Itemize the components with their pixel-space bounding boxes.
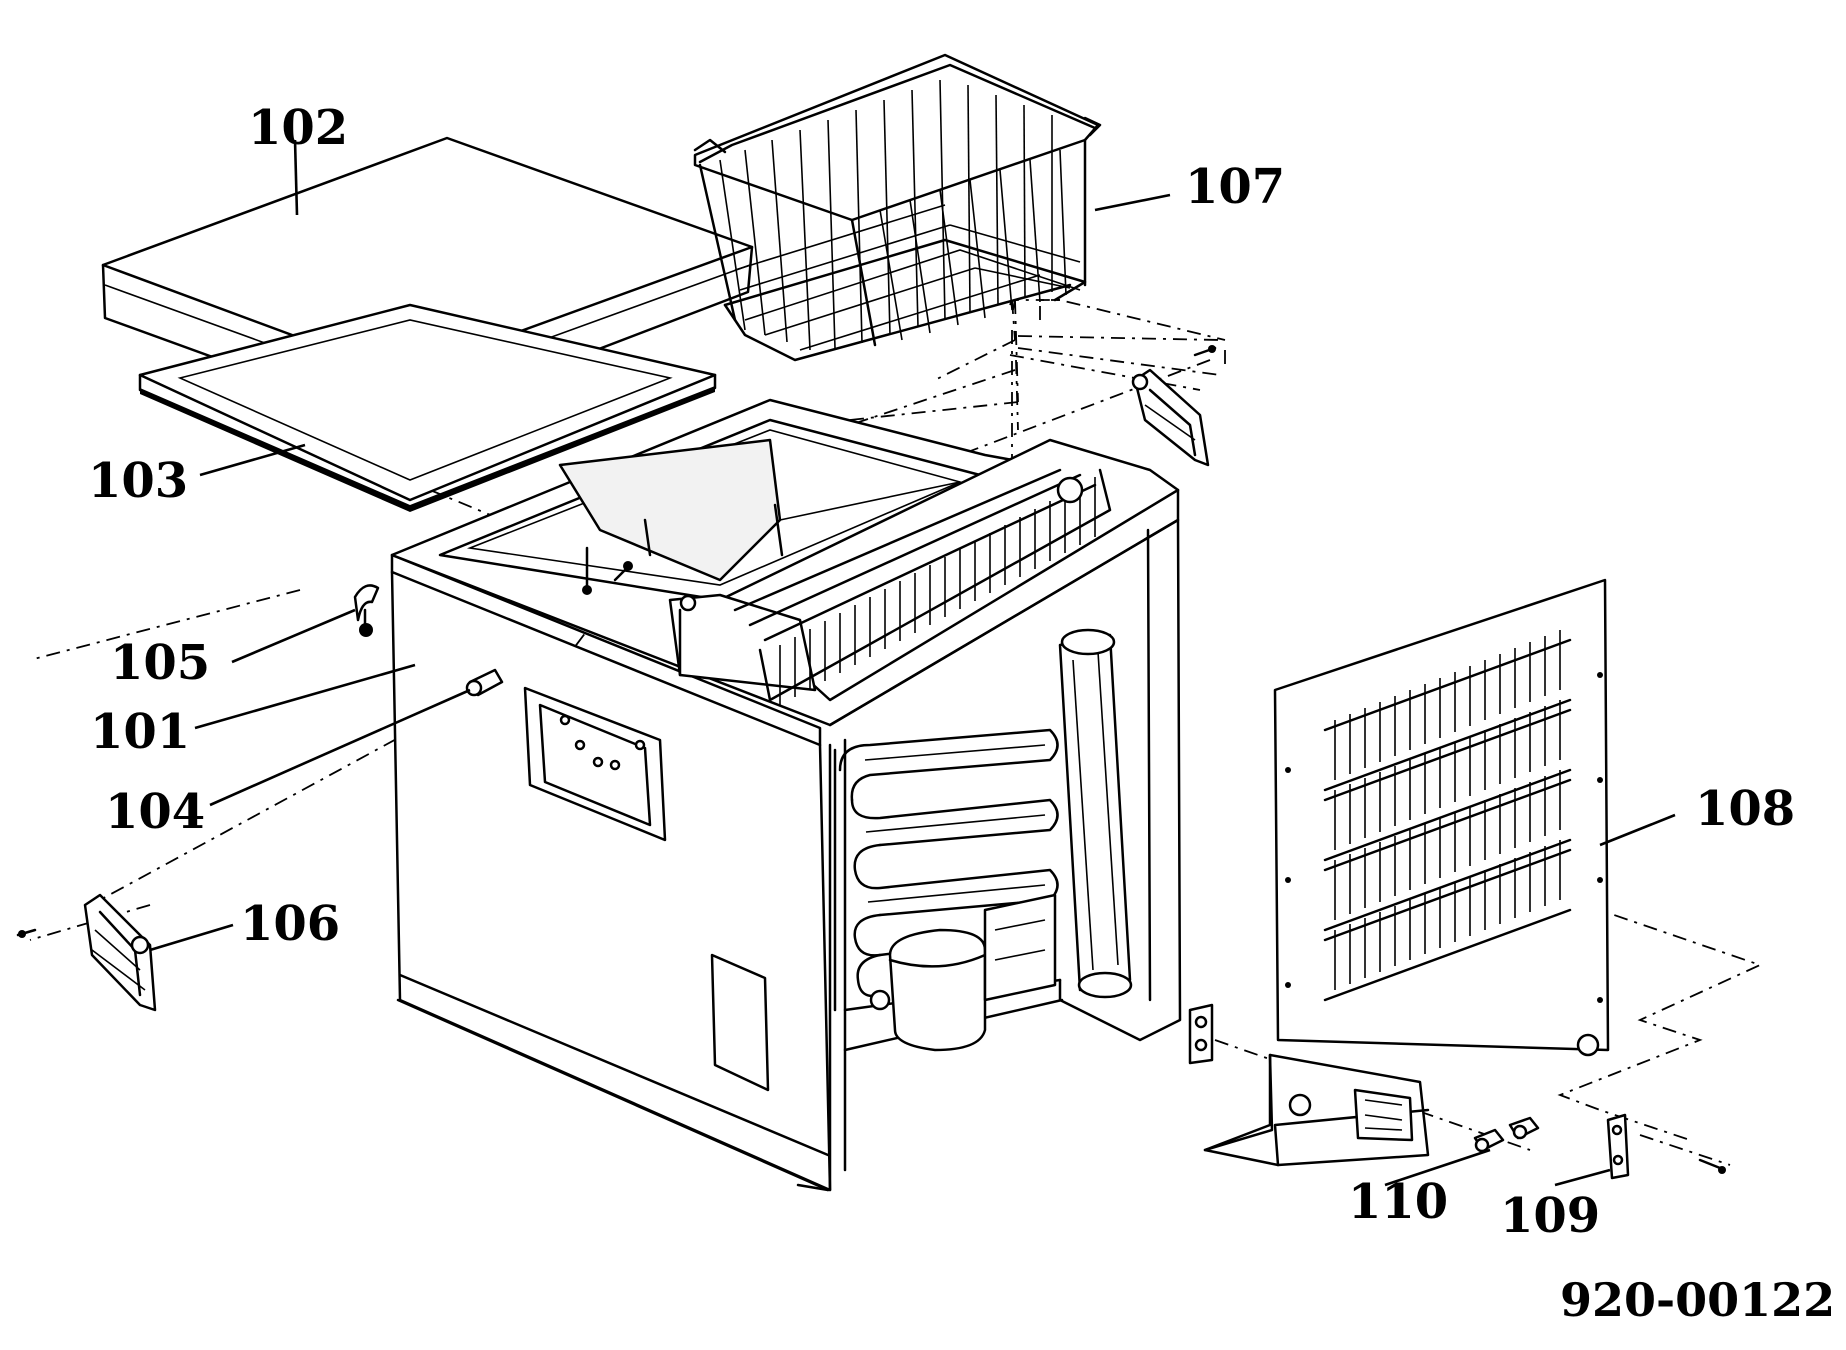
leader-103 bbox=[199, 443, 306, 477]
part-bushing bbox=[465, 668, 504, 697]
condenser-fins bbox=[733, 468, 1112, 705]
part-lid-gasket bbox=[138, 303, 717, 512]
part-hinge-clip bbox=[1606, 1113, 1726, 1180]
part-side-handle-right bbox=[1131, 345, 1217, 467]
callout-107: 107 bbox=[1185, 159, 1285, 215]
part-cabinet bbox=[390, 398, 1182, 1192]
leader-107 bbox=[1094, 193, 1171, 212]
callout-106: 106 bbox=[240, 896, 340, 952]
callout-105: 105 bbox=[110, 635, 210, 691]
callout-104: 104 bbox=[105, 784, 205, 840]
leader-110 bbox=[1384, 1148, 1491, 1187]
leader-105 bbox=[231, 608, 356, 664]
drawing-number: 920-00122 bbox=[1560, 1273, 1835, 1327]
callout-109: 109 bbox=[1500, 1188, 1600, 1244]
part-wire-basket bbox=[693, 53, 1102, 362]
leader-106 bbox=[149, 923, 234, 952]
leader-102 bbox=[293, 139, 299, 216]
vent-slot-rows bbox=[1323, 638, 1572, 1002]
part-rear-vent-panel bbox=[1273, 578, 1610, 1057]
callout-labels: 102 107 103 105 101 104 106 108 110 109 … bbox=[88, 100, 1835, 1327]
cooling-coils bbox=[833, 728, 1059, 1012]
callout-101: 101 bbox=[90, 704, 190, 760]
leader-108 bbox=[1599, 813, 1676, 847]
leader-lines bbox=[149, 139, 1676, 1187]
part-thermostat-knob bbox=[353, 584, 380, 637]
leader-109 bbox=[1554, 1168, 1611, 1187]
vent-slots bbox=[1334, 630, 1561, 990]
callout-110: 110 bbox=[1348, 1174, 1448, 1230]
part-mounting-bracket bbox=[1188, 1003, 1540, 1167]
callout-102: 102 bbox=[248, 100, 348, 156]
leader-101 bbox=[194, 663, 416, 730]
basket-floor-grid bbox=[734, 204, 1081, 351]
part-side-handle-left bbox=[16, 893, 157, 1012]
callout-108: 108 bbox=[1695, 781, 1795, 837]
callout-103: 103 bbox=[88, 453, 188, 509]
leader-104 bbox=[209, 688, 471, 807]
basket-vertical-wires bbox=[719, 79, 1067, 351]
